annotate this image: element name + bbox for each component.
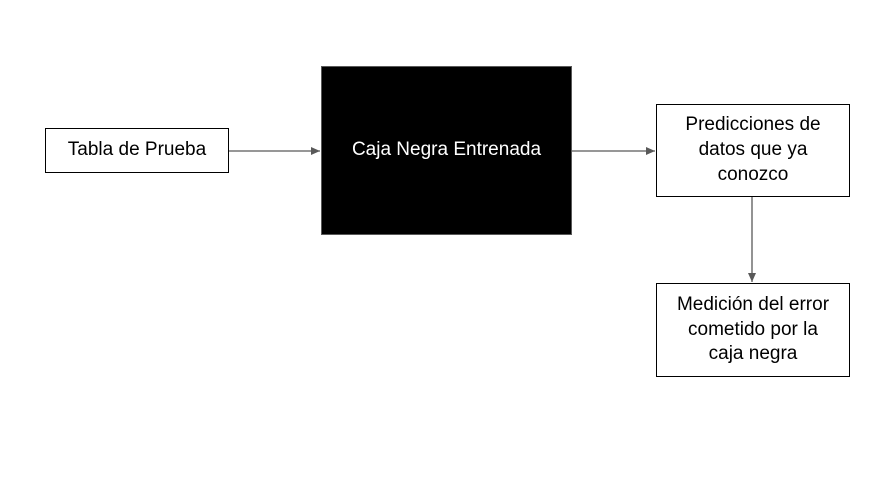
node-test-table-label: Tabla de Prueba — [67, 139, 207, 161]
node-test-table: Tabla de Prueba — [45, 128, 229, 173]
node-trained-black-box-label: Caja Negra Entrenada — [351, 139, 542, 161]
node-predictions: Predicciones de datos que ya conozco — [656, 104, 850, 197]
node-predictions-label: Predicciones de datos que ya conozco — [685, 114, 821, 185]
node-error-measurement-label: Medición del error cometido por la caja … — [676, 293, 830, 365]
node-trained-black-box: Caja Negra Entrenada — [321, 66, 572, 235]
node-error-measurement: Medición del error cometido por la caja … — [656, 283, 850, 377]
